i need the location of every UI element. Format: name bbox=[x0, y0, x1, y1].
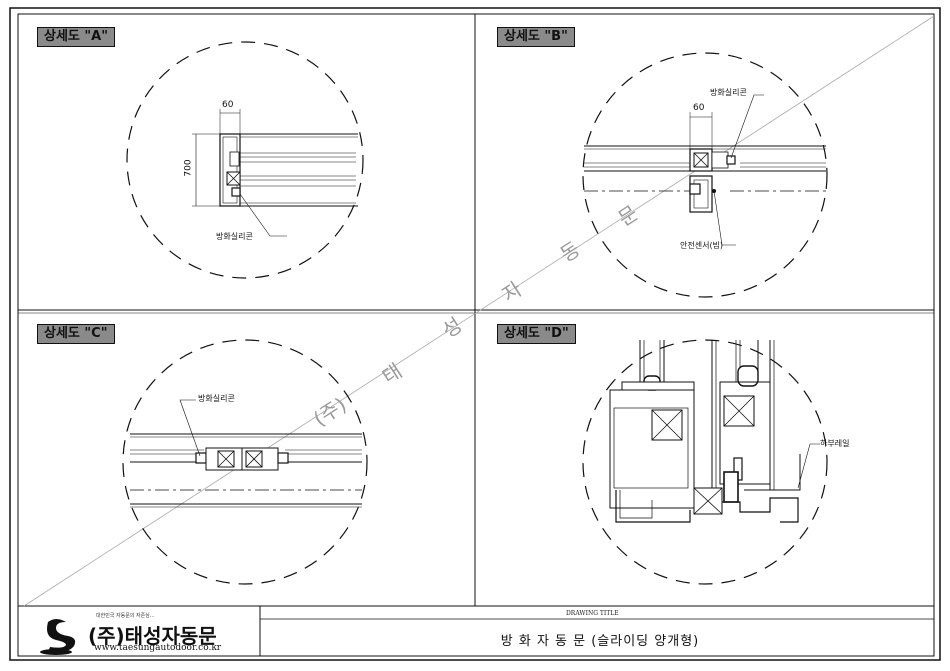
inner-border bbox=[17, 13, 935, 657]
company-url: www.taesungautodoor.co.kr bbox=[94, 643, 222, 653]
company-name: (주)태성자동문 bbox=[88, 624, 217, 648]
detail-b-callout-top: 방화실리콘 bbox=[710, 88, 747, 97]
detail-d-title: 상세도 "D" bbox=[497, 324, 576, 344]
detail-c-drawing bbox=[122, 339, 368, 585]
company-slogan: 대한민국 자동문의 자존심... bbox=[96, 613, 155, 619]
detail-a-title: 상세도 "A" bbox=[37, 27, 116, 47]
detail-b-title: 상세도 "B" bbox=[497, 27, 575, 47]
detail-a-width-dimension: 60 bbox=[222, 100, 234, 110]
outer-border bbox=[9, 7, 941, 661]
drawing-title: 방 화 자 동 문 (슬라이딩 양개형) bbox=[500, 634, 700, 649]
detail-a-drawing bbox=[126, 41, 364, 279]
watermark-line bbox=[23, 15, 935, 607]
detail-b-drawing bbox=[582, 52, 828, 298]
detail-b-callout-bottom: 안전센서(빔) bbox=[680, 241, 724, 250]
detail-a-height-dimension: 700 bbox=[183, 159, 194, 177]
detail-c-title: 상세도 "C" bbox=[37, 324, 115, 344]
detail-a-callout: 방화실리콘 bbox=[216, 232, 253, 241]
company-logo bbox=[40, 619, 76, 655]
detail-b-width-dimension: 60 bbox=[693, 103, 705, 113]
drawing-title-label: DRAWING TITLE bbox=[566, 610, 619, 617]
detail-c-callout: 방화실리콘 bbox=[198, 394, 235, 403]
detail-d-drawing bbox=[582, 339, 828, 585]
detail-d-callout: 하부레일 bbox=[820, 439, 850, 448]
